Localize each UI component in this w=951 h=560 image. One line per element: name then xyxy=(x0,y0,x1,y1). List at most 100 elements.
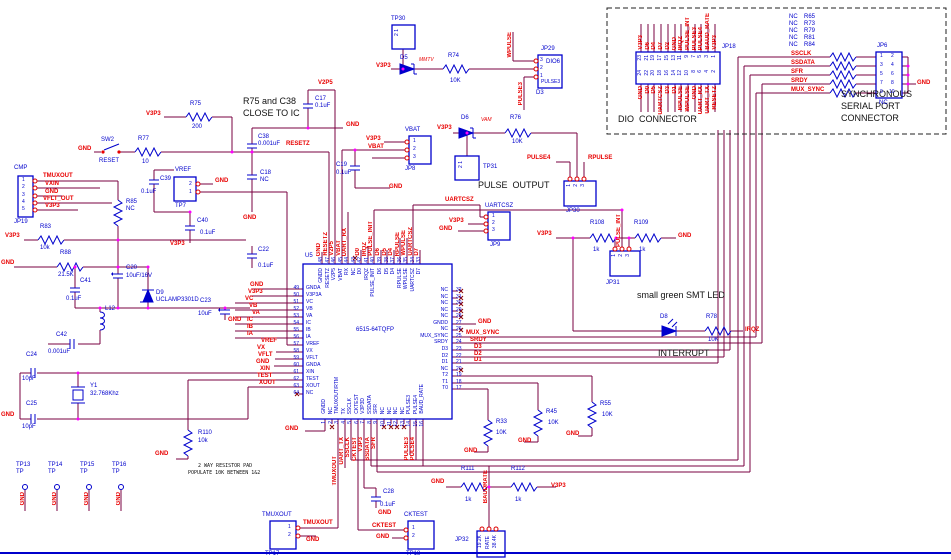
tp14-pad[interactable] xyxy=(54,484,60,490)
ic-pin-name-1: GNDD xyxy=(321,399,327,414)
ic-pin-name-26: NC xyxy=(440,326,448,333)
net-srdy-jp6: SRDY xyxy=(791,78,808,84)
tp31-box[interactable] xyxy=(454,155,480,181)
tp15-pad[interactable] xyxy=(86,484,92,490)
resistor-r76 xyxy=(504,128,532,138)
des-r78-val: 10K xyxy=(708,337,719,343)
des-jp31: JP31 xyxy=(606,280,620,286)
net-v3p3-v: V3P3 xyxy=(358,437,364,452)
ic-pin-num-23: 23 xyxy=(456,345,462,352)
net-test: TEST xyxy=(257,373,273,379)
jp19-box[interactable] xyxy=(17,175,34,218)
cap-c28 xyxy=(370,496,382,502)
ic-pin-name-29: NC xyxy=(440,306,448,313)
jp31-box[interactable] xyxy=(609,250,641,277)
resistor-r33 xyxy=(483,419,493,447)
jp29-box[interactable] xyxy=(537,54,563,89)
net-d7: D7 xyxy=(414,248,420,256)
tp30-box[interactable] xyxy=(391,24,416,50)
dio-connector-title: DIO CONNECTOR xyxy=(618,114,697,124)
jp30-box[interactable] xyxy=(563,180,597,207)
ic-pin-num-45: 45 xyxy=(337,257,344,263)
jp18-box[interactable] xyxy=(635,51,721,85)
ic-pin-num-49: 49 xyxy=(293,285,299,291)
ic-pin-name-22: D2 xyxy=(441,352,448,359)
des-c18-val: NC xyxy=(260,177,269,183)
pin-dio-o10: 5 xyxy=(697,55,703,58)
net-ia: IA xyxy=(247,331,253,337)
pin-jp30-2: 2 xyxy=(573,184,579,187)
des-c20: C20 xyxy=(126,265,138,271)
pin-dio-e11: 4 xyxy=(704,70,710,73)
ic-pin-num-24: 24 xyxy=(456,339,462,346)
ic-pin-name-5: SSCLK xyxy=(347,397,354,414)
jp32-box[interactable] xyxy=(476,530,506,558)
net-dio-b5: D3 xyxy=(665,86,671,94)
resistor-r112 xyxy=(510,482,538,492)
ic-pin-num-9: 9 xyxy=(373,421,380,424)
des-sw2: SW2 xyxy=(101,137,115,143)
ic-pin-name-9: SFR xyxy=(373,404,380,414)
net-pulse4-v: PULSE4 xyxy=(410,437,416,461)
des-r73: R73 xyxy=(804,21,816,27)
des-r77: R77 xyxy=(138,136,150,142)
ic-pin-num-29: 29 xyxy=(456,306,462,313)
ic-pin-num-6: 6 xyxy=(353,421,360,424)
resistor-r55 xyxy=(587,401,597,429)
ic-pin-num-27: 27 xyxy=(456,319,462,326)
tp16-pad[interactable] xyxy=(118,484,124,490)
ic-pin-num-32: 32 xyxy=(456,287,462,293)
des-tp13-tp: TP xyxy=(16,469,24,475)
des-r81: R81 xyxy=(804,35,816,41)
des-r76: R76 xyxy=(510,115,522,121)
des-c18: C18 xyxy=(260,170,272,176)
des-r108: R108 xyxy=(590,220,605,226)
net-v2p5-p46: V2P5 xyxy=(329,241,335,256)
net-vflt: VFLT xyxy=(258,352,273,358)
pin-jp6-4: 4 xyxy=(891,62,894,68)
ic-pin-name-34: UARTCSZ xyxy=(409,268,416,292)
tp18-box[interactable] xyxy=(407,520,435,550)
wires xyxy=(14,24,916,539)
interrupt-title: INTERRUPT xyxy=(658,348,710,358)
des-jp29: JP29 xyxy=(541,46,555,52)
ic-pin-name-39: D6 xyxy=(376,268,383,275)
ic-pin-num-20: 20 xyxy=(456,365,462,372)
net-pulse4: PULSE4 xyxy=(527,155,551,161)
net-v3p3-d5: V3P3 xyxy=(376,63,391,69)
tp13-pad[interactable] xyxy=(22,484,28,490)
ic-pin-num-40: 40 xyxy=(370,257,377,263)
net-dio-b10: UART_RX xyxy=(698,86,704,115)
ic-u5-body xyxy=(302,263,453,420)
des-cktest-title: CKTEST xyxy=(404,512,428,518)
net-tmuxout-cmp: TMUXOUT xyxy=(43,173,73,179)
tp17-box[interactable] xyxy=(269,520,297,550)
cap-c39 xyxy=(148,179,160,185)
ic-pin-name-6: CKTEST xyxy=(353,394,360,414)
ic-pin-num-34: 34 xyxy=(409,257,416,263)
jp6-box[interactable] xyxy=(875,51,903,99)
net-dio-t12: V3P3 xyxy=(712,35,718,50)
ic-pin-num-61: 61 xyxy=(293,369,299,375)
tp7-box[interactable] xyxy=(173,176,197,202)
pin-dio-o11: 3 xyxy=(704,55,710,58)
ic-pin-name-18: T1 xyxy=(442,378,448,385)
net-gnd-tp16: GND xyxy=(116,492,122,506)
net-gnd-jp8: GND xyxy=(389,184,403,190)
ic-pin-num-42: 42 xyxy=(357,257,364,263)
des-r65: R65 xyxy=(804,14,816,20)
des-y1: Y1 xyxy=(90,383,98,389)
cap-c17 xyxy=(302,103,314,109)
pin-dio-o7: 11 xyxy=(677,55,683,61)
net-d2: D2 xyxy=(474,351,482,357)
net-pulse3-jp29: PULSE3 xyxy=(518,82,524,106)
net-mux-sync: MUX_SYNC xyxy=(466,330,500,336)
des-r75-val: 200 xyxy=(192,124,203,130)
net-gnd-sw2: GND xyxy=(78,146,92,152)
ic-pin-name-63: XOUT xyxy=(306,383,320,389)
jp9-box[interactable] xyxy=(487,211,511,241)
pin-jp32-c: 38.4K xyxy=(492,535,498,549)
polarity-plus xyxy=(111,272,221,312)
no-connect-marks xyxy=(294,255,464,430)
